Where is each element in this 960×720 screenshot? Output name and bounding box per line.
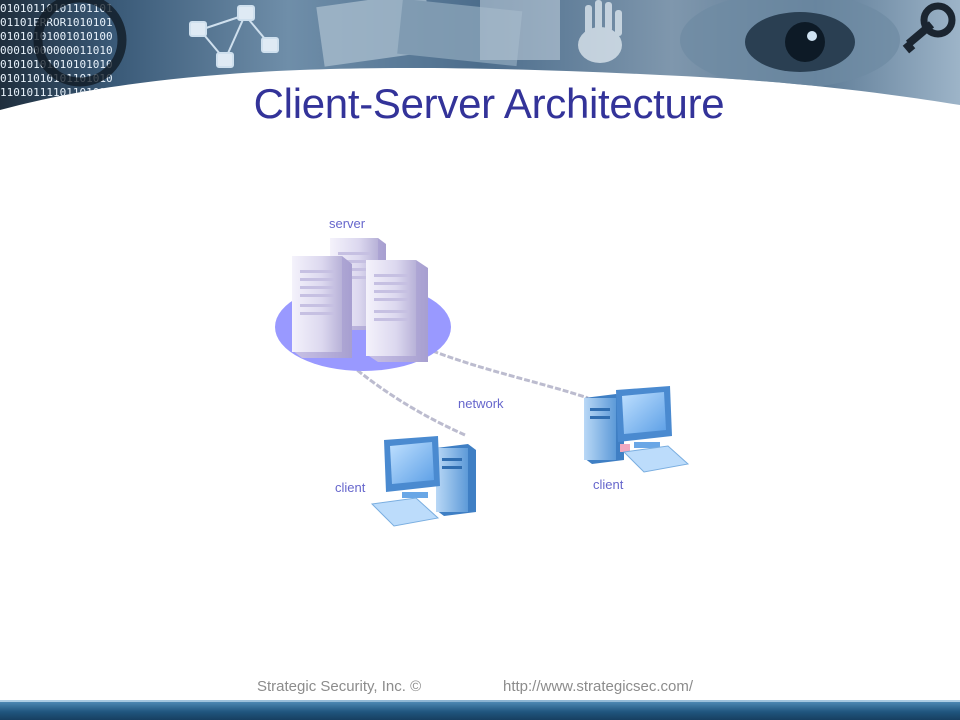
magnifier-icon [33,0,127,87]
server-tower [366,260,428,362]
server-group [275,238,451,371]
server-tower [292,256,352,358]
client-computer-right [584,386,690,473]
hand-graphic [578,0,622,63]
binary-row: 01010101010101010 [0,58,113,71]
footer-bar [0,702,960,720]
server-label: server [329,216,366,231]
binary-row: 01010101001010100 [0,30,113,43]
link-server-to-right-client [424,346,589,400]
header-banner: 01010110101101101 01101ERROR1010101 0101… [0,0,960,110]
documents-graphic [316,0,560,67]
keyboard [622,445,690,473]
client-computer-left [370,436,476,527]
eye-graphic [680,0,900,88]
footer-url-link[interactable]: http://www.strategicsec.com/ [503,678,694,695]
slide-title: Client-Server Architecture [253,80,725,127]
binary-row: 00010000000011010 [0,44,113,57]
client-right-label: client [593,477,624,492]
monitor [616,386,672,448]
computer-tower [436,444,476,516]
link-server-to-left-client [344,358,466,437]
footer-bar-highlight [0,700,960,703]
diagram-graphic [275,238,690,527]
footer: Strategic Security, Inc. © http://www.st… [0,678,960,698]
client-left-label: client [335,480,366,495]
monitor [384,436,440,498]
client-server-diagram: server network client client [250,200,710,540]
computer-tower [584,394,630,464]
network-links [344,346,589,437]
footer-company: Strategic Security, Inc. © [257,678,422,695]
binary-row: 01101ERROR1010101 [0,16,113,29]
keyboard [370,497,440,527]
key-icon [902,2,956,54]
network-nodes-graphic [189,5,279,68]
network-label: network [458,396,504,411]
